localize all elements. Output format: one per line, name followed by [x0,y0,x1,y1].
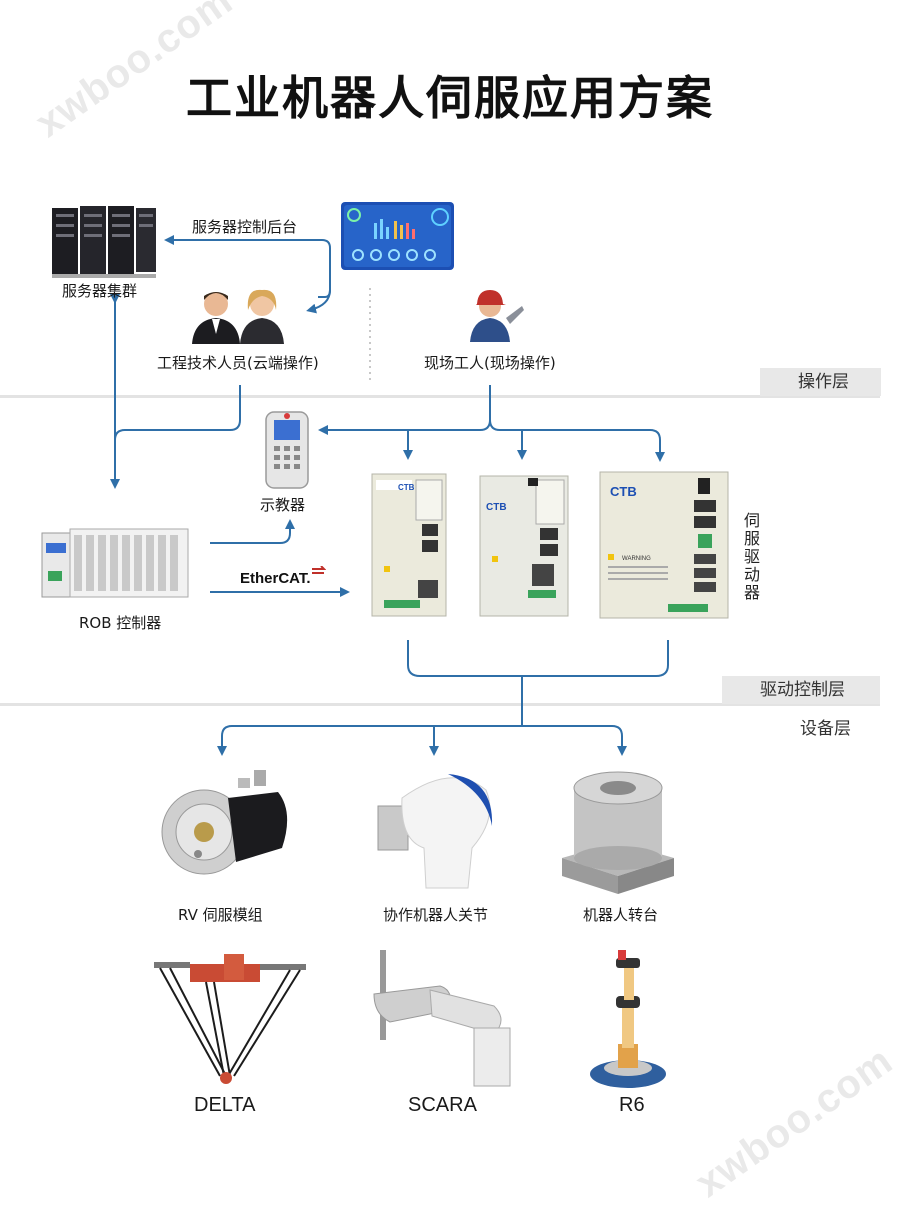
server-cluster-icon [52,206,156,278]
r6-robot-icon [590,950,666,1088]
engineers-icon [192,289,284,344]
cobot-joint-label: 协作机器人关节 [383,906,489,924]
page-title: 工业机器人伺服应用方案 [186,71,714,125]
servo-drive-small: CTB [371,473,447,617]
server-cluster-label: 服务器集群 [62,282,138,300]
drive-layer-tag: 驱动控制层 [722,676,880,704]
ethercat-text: EtherCAT. [240,570,311,587]
field-worker-label: 现场工人(现场操作) [424,354,556,372]
equipment-layer-label: 设备层 [800,719,851,739]
svg-text:CTB: CTB [486,502,507,513]
servo-drive-large: CTB WARNING [599,471,729,619]
rv-module-label: RV 伺服模组 [178,906,263,924]
ethercat-swoosh-icon [312,566,326,574]
teach-pendant-label: 示教器 [260,496,306,514]
field-worker-icon [470,290,524,342]
servo-drive-medium: CTB [479,475,569,617]
operation-layer-tag: 操作层 [760,368,881,396]
delta-label: DELTA [194,1094,256,1116]
r6-label: R6 [619,1094,645,1116]
drive-layer-label: 驱动控制层 [760,680,845,700]
svg-text:CTB: CTB [610,484,637,499]
engineers-label: 工程技术人员(云端操作) [157,354,319,372]
svg-text:WARNING: WARNING [622,556,651,562]
scara-label: SCARA [408,1094,477,1116]
delta-robot-icon [154,954,306,1084]
svg-text:CTB: CTB [398,483,415,492]
operation-divider [0,395,880,398]
rv-servo-module-icon [161,770,288,875]
rob-controller-icon [41,528,189,598]
robot-turntable-icon [562,771,674,894]
operation-layer-label: 操作层 [798,372,849,392]
servo-drives-label: 伺服驱动器 [741,512,760,602]
turntable-label: 机器人转台 [583,906,659,924]
drive-divider [0,703,880,706]
scara-robot-icon [373,950,511,1087]
cobot-joint-icon [377,774,493,889]
ethercat-logo: EtherCAT. [240,570,311,587]
server-backend-label: 服务器控制后台 [192,218,298,236]
rob-controller-label: ROB 控制器 [79,614,162,632]
teach-pendant-icon [265,411,309,489]
dashboard-screen-icon [341,202,454,270]
